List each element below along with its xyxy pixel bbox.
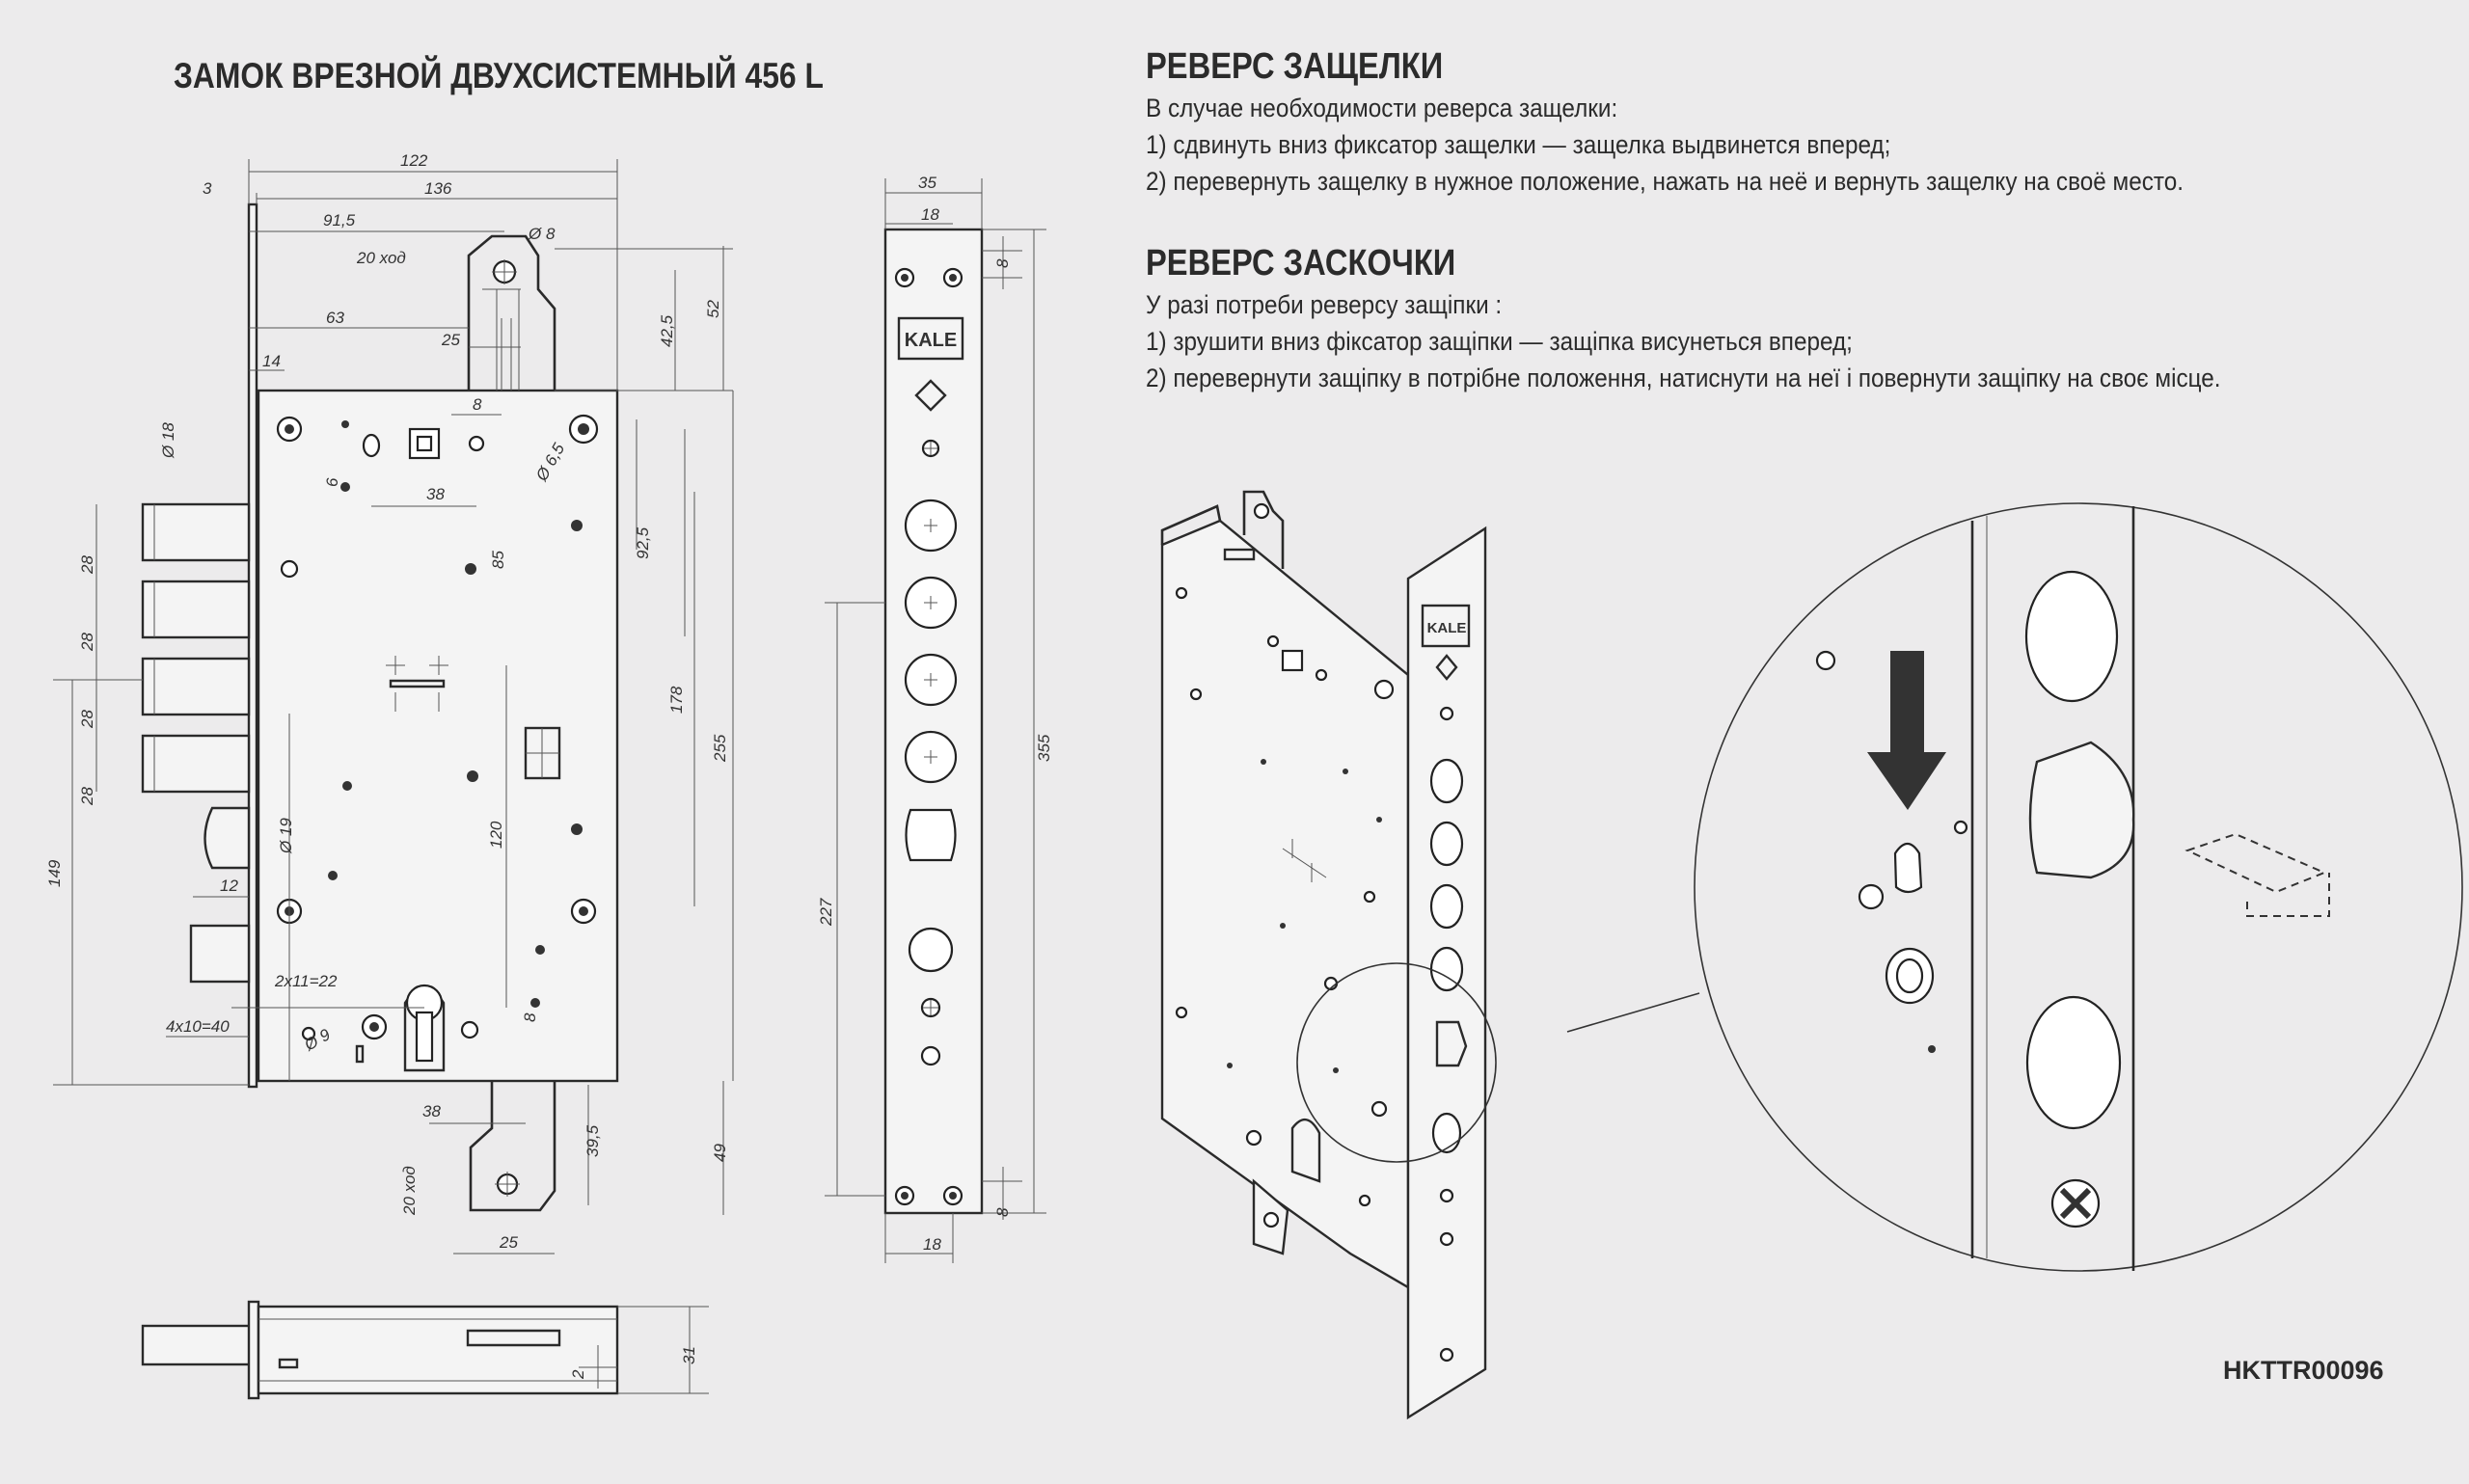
latch-reverse-section-ru: РЕВЕРС ЗАЩЕЛКИ В случае необходимости ре… xyxy=(1146,46,2299,198)
dim-label: 92,5 xyxy=(634,526,652,559)
top-tab xyxy=(1242,490,1285,569)
dimension-lines xyxy=(53,159,734,1255)
dim-label: 52 xyxy=(704,300,722,318)
section-line: 1) сдвинуть вниз фиксатор защелки — заще… xyxy=(1146,130,1891,159)
dim-label: 25 xyxy=(499,1233,518,1252)
dim-label: 49 xyxy=(711,1144,729,1162)
isometric-lock-illustration: KALE xyxy=(1160,490,1487,1420)
dim-label: Ø 18 xyxy=(159,422,177,459)
dim-label: 136 xyxy=(424,179,452,198)
dashed-latch-outline xyxy=(2184,832,2330,917)
dim-label: 63 xyxy=(326,309,344,327)
section-heading-uk: РЕВЕРС ЗАСКОЧКИ xyxy=(1146,243,1456,283)
dim-label: 8 xyxy=(993,1207,1012,1217)
latch-opening xyxy=(905,808,957,862)
brand-plate xyxy=(897,316,964,361)
section-line: У разі потреби реверсу защіпки : xyxy=(1146,290,1503,319)
lower-bolt xyxy=(189,924,251,984)
faceplate-view: KALE xyxy=(817,174,1053,1263)
dim-label: 38 xyxy=(422,1102,441,1120)
latch-bolt xyxy=(1435,1020,1468,1067)
zoom-source-circle xyxy=(1296,962,1497,1163)
dim-label: 18 xyxy=(923,1235,941,1254)
dim-label: 149 xyxy=(45,859,64,887)
dim-label: 25 xyxy=(441,331,460,349)
dim-label: 85 xyxy=(489,551,507,569)
faceplate xyxy=(883,228,984,1215)
dim-label: Ø 19 xyxy=(277,818,295,854)
bottom-tab xyxy=(469,1081,556,1212)
dim-label: 18 xyxy=(921,205,939,224)
diamond-mark xyxy=(914,379,947,412)
dim-label: 28 xyxy=(78,787,96,806)
dim-label: 178 xyxy=(667,686,686,714)
dim-label: 255 xyxy=(711,734,729,763)
dim-label: 39,5 xyxy=(583,1124,602,1157)
dim-label: 2 xyxy=(569,1369,587,1380)
dim-label: 8 xyxy=(521,1012,539,1022)
faceplate-edge xyxy=(247,202,258,1089)
dim-label: 31 xyxy=(680,1346,698,1364)
dim-label: 120 xyxy=(487,821,505,849)
dim-label: 6 xyxy=(323,477,341,487)
dim-label: 4x10=40 xyxy=(166,1017,230,1036)
dim-label: 2x11=22 xyxy=(274,972,338,990)
dim-label: 42,5 xyxy=(658,314,676,347)
section-line: 1) зрушити вниз фіксатор защіпки — защіп… xyxy=(1146,327,1853,356)
dim-label: 20 ход xyxy=(400,1166,419,1216)
lock-side-view: 31 2 xyxy=(141,1300,709,1400)
dim-label: 12 xyxy=(220,877,238,895)
zoom-connector xyxy=(1566,992,1700,1033)
dim-label: 28 xyxy=(78,555,96,575)
cylinder-opening xyxy=(1290,1119,1321,1183)
down-arrow-icon xyxy=(1867,651,1946,810)
lock-front-view: 122 136 3 91,5 Ø 8 20 ход 63 25 42,5 52 … xyxy=(45,151,734,1255)
latch-bolt xyxy=(203,806,251,870)
latch-reverse-section-uk: РЕВЕРС ЗАСКОЧКИ У разі потреби реверсу з… xyxy=(1146,243,2340,394)
faceplate-dimension-lines xyxy=(825,178,1046,1263)
lock-body xyxy=(1160,519,1410,1290)
section-line: В случае необходимости реверса защелки: xyxy=(1146,94,1618,122)
latch-bolt-detail xyxy=(2028,741,2135,879)
dim-label: 8 xyxy=(993,258,1012,268)
product-code: HKTTR00096 xyxy=(2223,1356,2384,1385)
dim-label: 20 ход xyxy=(356,249,406,267)
zoom-circle xyxy=(1694,502,2463,1272)
dim-label: 28 xyxy=(78,633,96,652)
dim-label: 8 xyxy=(473,395,482,414)
dim-label: 91,5 xyxy=(323,211,356,229)
magnifier-detail xyxy=(1296,502,2463,1272)
dim-label: 35 xyxy=(918,174,936,192)
dim-label: 28 xyxy=(78,710,96,729)
latch-lock-slider xyxy=(1893,842,1923,894)
dim-label: 227 xyxy=(817,898,835,927)
brand-logo: KALE xyxy=(905,330,957,351)
dim-label: 355 xyxy=(1035,734,1053,762)
page-title: ЗАМОК ВРЕЗНОЙ ДВУХСИСТЕМНЫЙ 456 L xyxy=(174,56,824,95)
dim-label: 38 xyxy=(426,485,445,503)
brand-logo: KALE xyxy=(1427,620,1467,636)
dim-label: Ø 8 xyxy=(528,225,556,243)
dim-label: 3 xyxy=(203,179,212,198)
section-line: 2) перевернути защіпку в потрібне положе… xyxy=(1146,364,2221,392)
deadbolts xyxy=(141,502,251,794)
section-line: 2) перевернуть защелку в нужное положени… xyxy=(1146,167,2184,196)
dim-label: 122 xyxy=(400,151,428,170)
section-heading-ru: РЕВЕРС ЗАЩЕЛКИ xyxy=(1146,46,1444,87)
top-tab xyxy=(467,234,556,391)
dim-label: 14 xyxy=(262,352,281,370)
